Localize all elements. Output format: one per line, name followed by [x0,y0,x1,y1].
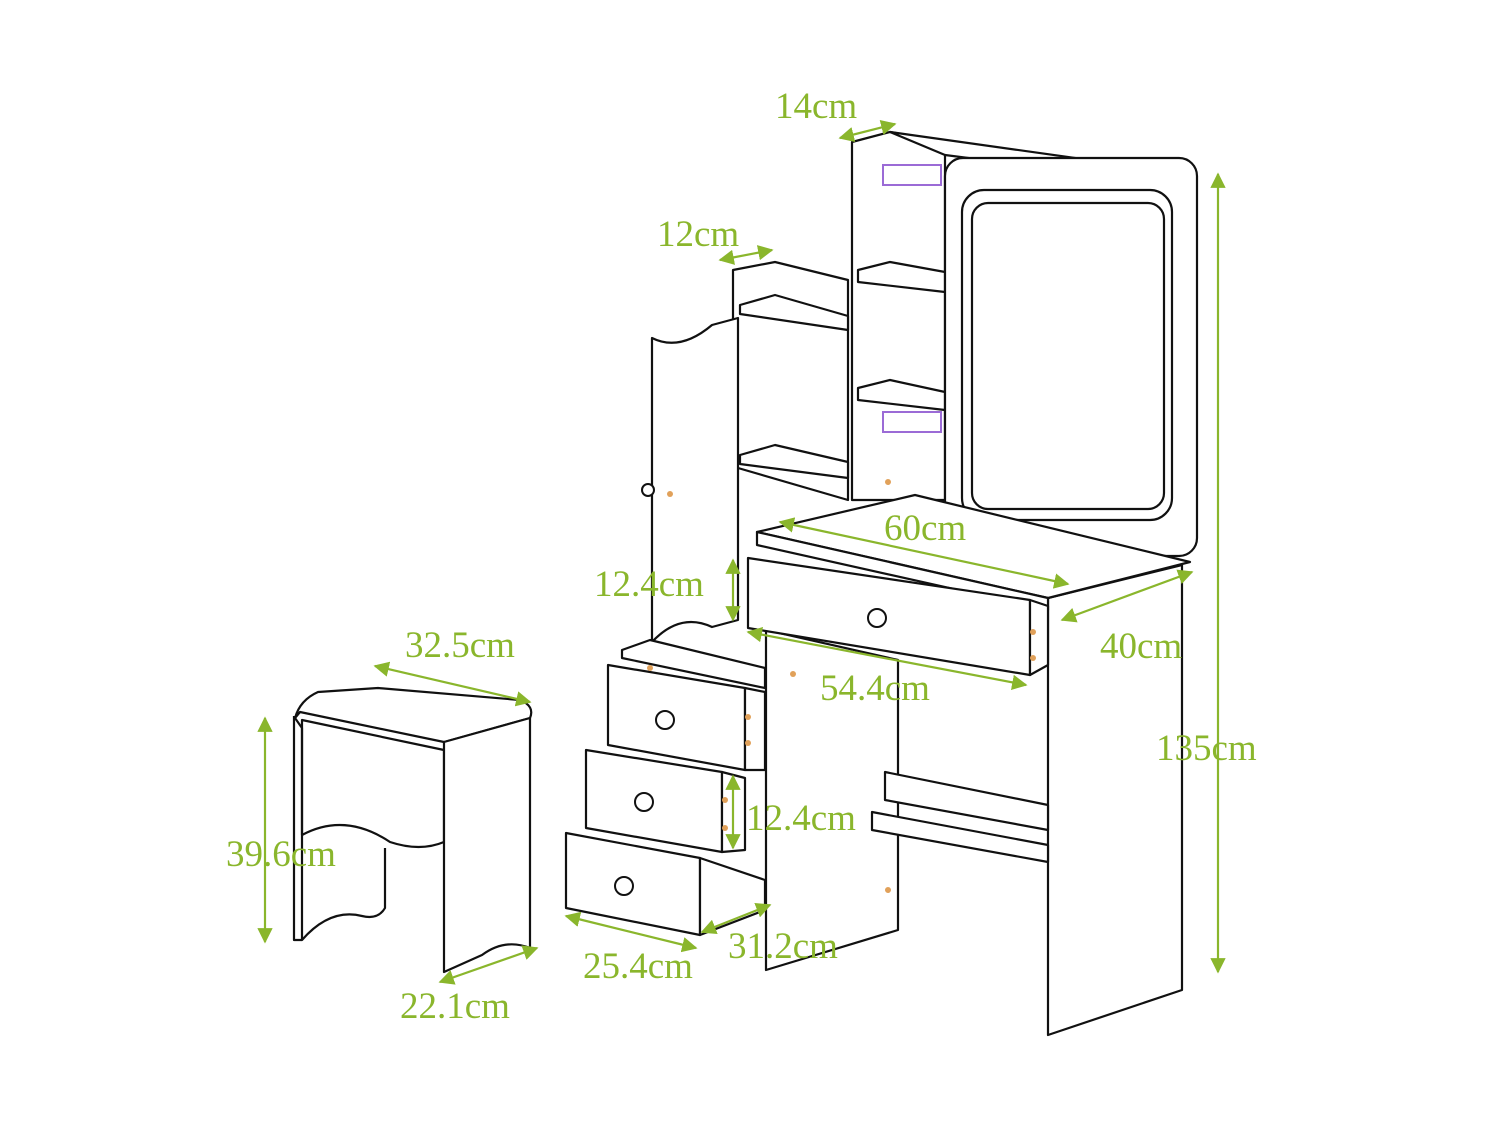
led-strips [882,164,942,433]
label-stool-height: 39.6cm [226,834,336,875]
label-side-drawer-depth: 31.2cm [728,926,838,967]
dimension-lines [257,119,1226,985]
label-desk-width: 60cm [884,508,967,549]
stool-outline [292,686,533,974]
label-drawer-width: 54.4cm [820,668,930,709]
label-stool-depth: 22.1cm [400,986,510,1027]
label-drawer-height-side: 12.4cm [746,798,856,839]
drawer-knobs [614,483,887,896]
label-side-drawer-width: 25.4cm [583,946,693,987]
label-side-shelf-depth: 12cm [657,214,740,255]
label-drawer-height-upper: 12.4cm [594,564,704,605]
label-top-shelf-depth: 14cm [775,86,858,127]
label-total-height: 135cm [1156,728,1257,769]
label-stool-width: 32.5cm [405,625,515,666]
label-desk-depth: 40cm [1100,626,1183,667]
